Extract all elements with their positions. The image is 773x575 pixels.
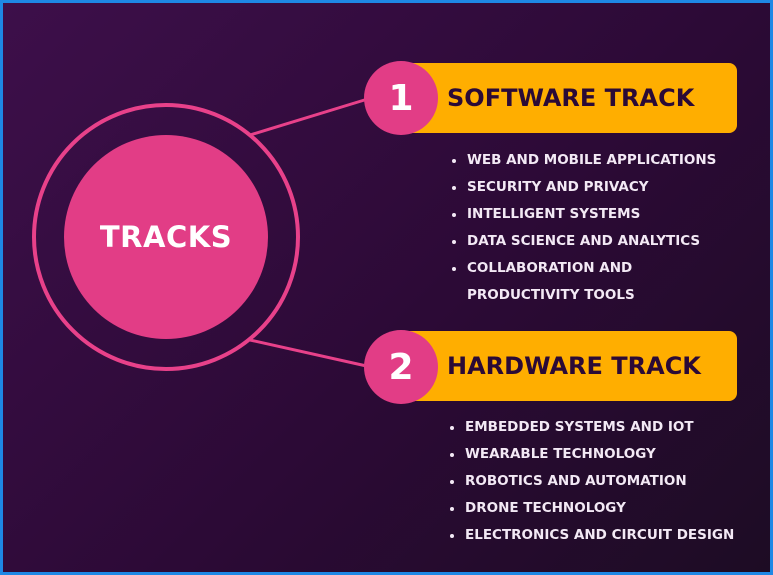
hub-outer-ring xyxy=(32,103,300,371)
track-number-badge-1: 1 xyxy=(364,61,438,135)
list-item: SECURITY AND PRIVACY xyxy=(449,174,716,201)
list-item: DATA SCIENCE AND ANALYTICS xyxy=(449,228,716,255)
connector-line-hardware xyxy=(249,338,372,369)
list-item: ROBOTICS AND AUTOMATION xyxy=(447,468,734,495)
connector-line-software xyxy=(249,96,372,137)
software-track-list: WEB AND MOBILE APPLICATIONS SECURITY AND… xyxy=(449,147,716,309)
hub-title: TRACKS xyxy=(99,220,233,254)
list-item: WEB AND MOBILE APPLICATIONS xyxy=(449,147,716,174)
list-item: EMBEDDED SYSTEMS AND IOT xyxy=(447,414,734,441)
list-item: COLLABORATION AND xyxy=(449,255,716,282)
software-track-title: SOFTWARE TRACK xyxy=(447,84,695,112)
hub-circle: TRACKS xyxy=(64,135,268,339)
software-track-banner: SOFTWARE TRACK xyxy=(401,63,737,133)
list-item: ELECTRONICS AND CIRCUIT DESIGN xyxy=(447,522,734,549)
hardware-track-banner: HARDWARE TRACK xyxy=(401,331,737,401)
connector-lines xyxy=(249,96,372,369)
list-item: INTELLIGENT SYSTEMS xyxy=(449,201,716,228)
list-item: WEARABLE TECHNOLOGY xyxy=(447,441,734,468)
list-item-continuation: PRODUCTIVITY TOOLS xyxy=(467,287,635,303)
hardware-track-list: EMBEDDED SYSTEMS AND IOT WEARABLE TECHNO… xyxy=(447,414,734,549)
list-item: DRONE TECHNOLOGY xyxy=(447,495,734,522)
track-number-badge-2: 2 xyxy=(364,330,438,404)
hardware-track-title: HARDWARE TRACK xyxy=(447,352,701,380)
